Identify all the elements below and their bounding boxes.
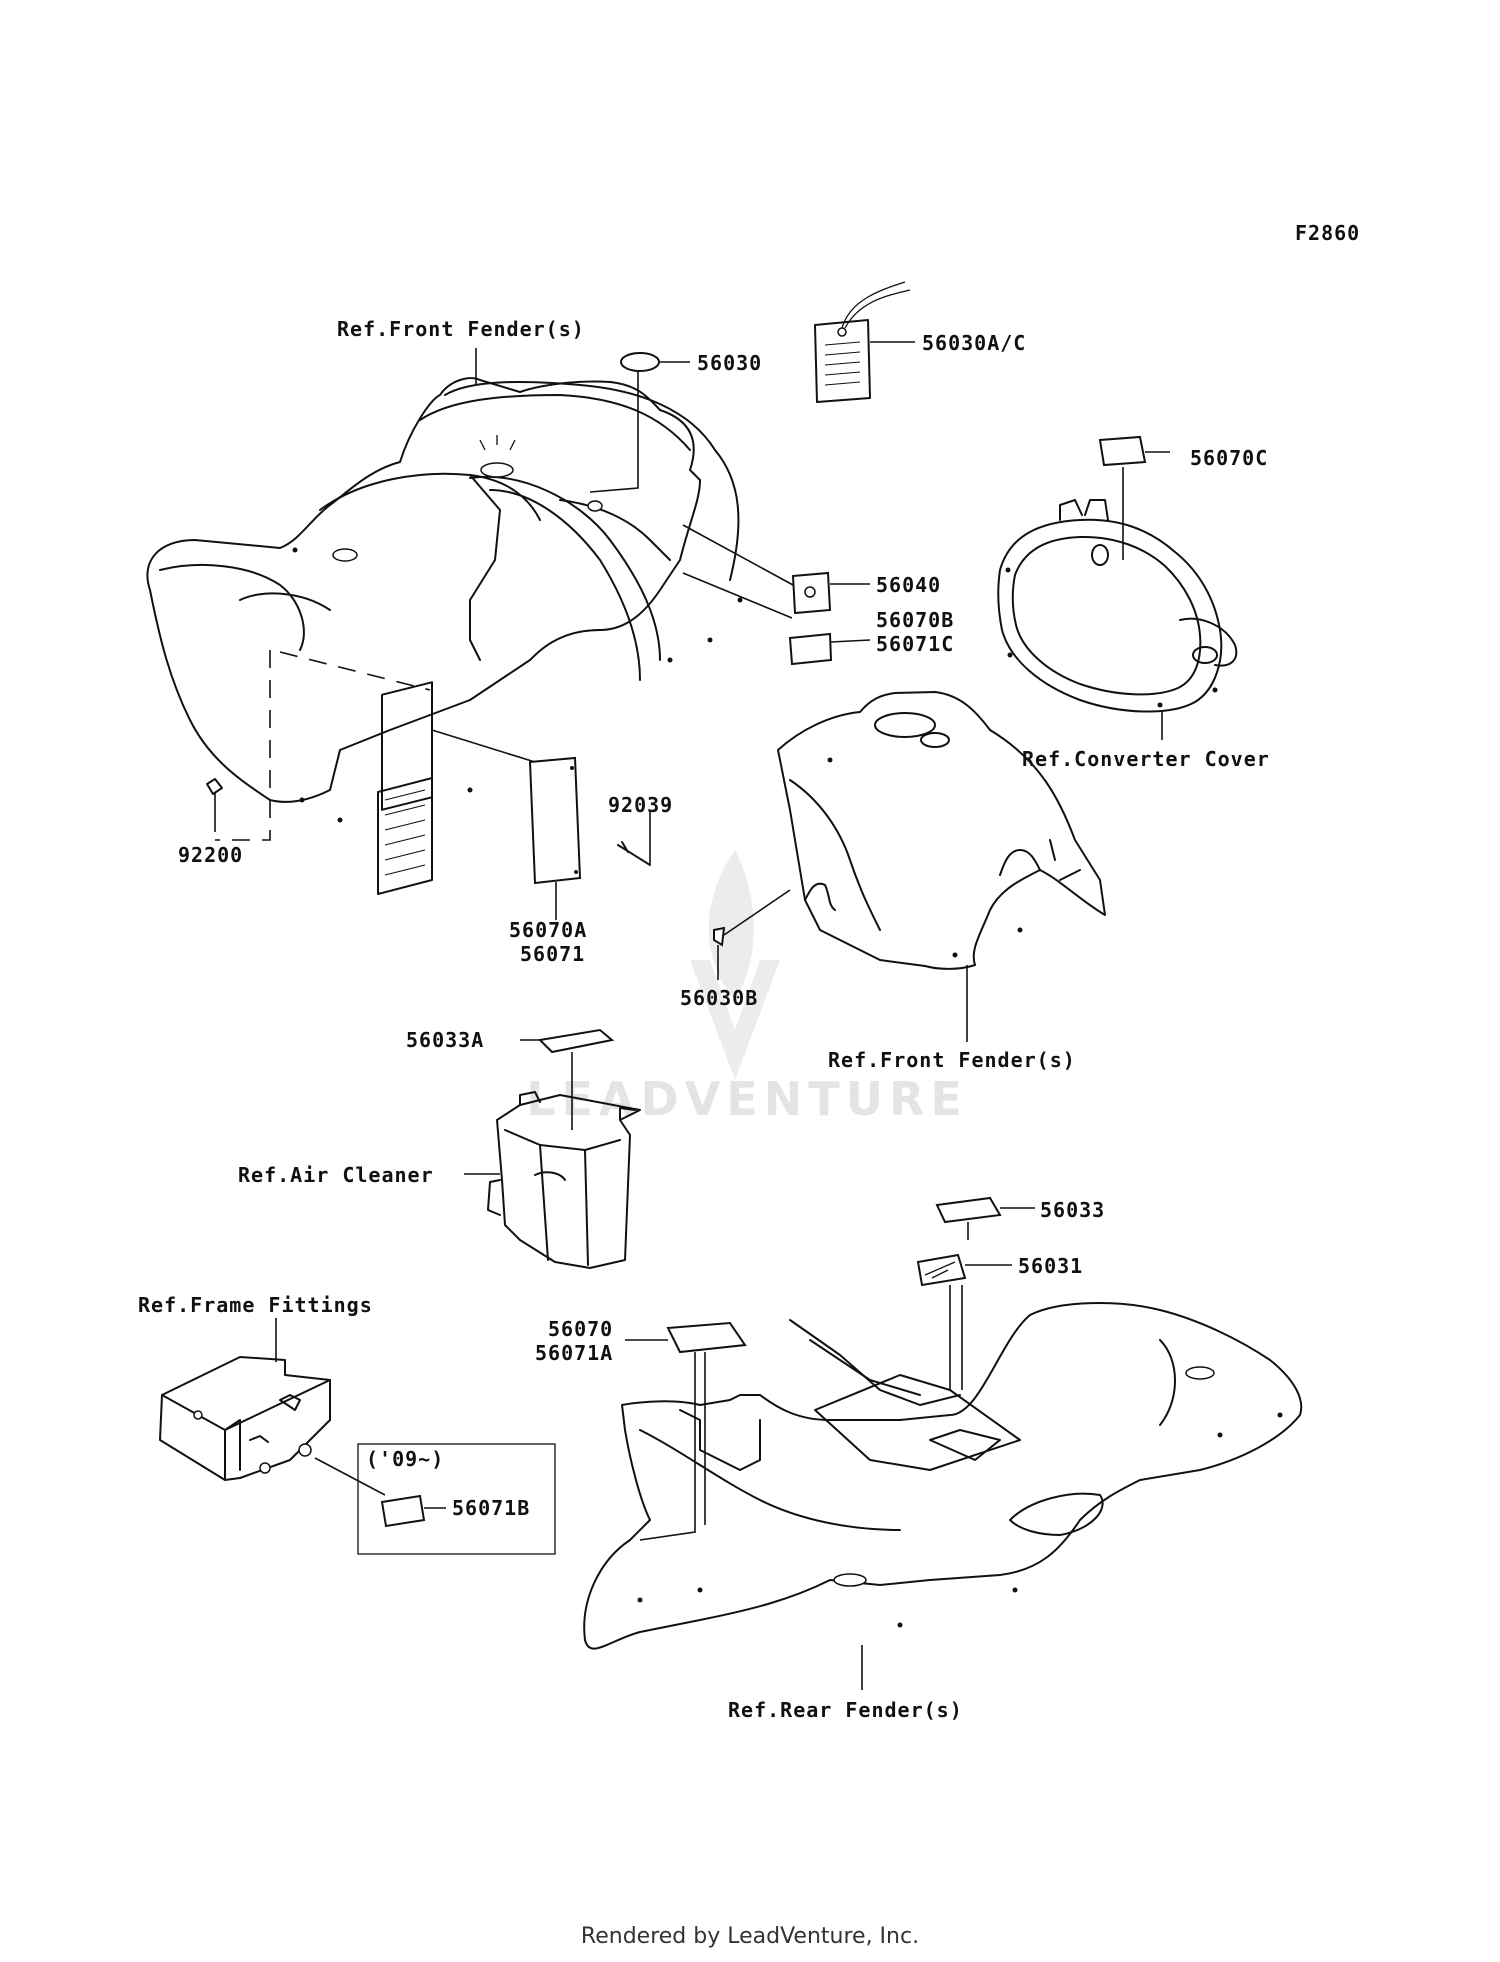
converter-cover-drawing [997, 499, 1238, 713]
label-ref-converter-cover[interactable]: Ref.Converter Cover [1022, 747, 1270, 771]
decal-56070 [666, 1321, 747, 1354]
clip-92200 [206, 778, 223, 795]
label-56071c[interactable]: 56071C [876, 632, 954, 656]
label-ref-air-cleaner[interactable]: Ref.Air Cleaner [238, 1163, 434, 1187]
decal-56070b [788, 632, 833, 666]
label-56071b[interactable]: 56071B [452, 1496, 530, 1520]
rivet-92039 [617, 841, 651, 866]
front-fender-top-drawing [146, 377, 743, 895]
frame-fittings-drawing [159, 1356, 331, 1481]
decal-56070a [528, 756, 582, 885]
label-56070c[interactable]: 56070C [1190, 446, 1268, 470]
watermark-text: LEADVENTURE [526, 1072, 968, 1126]
leader-lines [214, 341, 1170, 1690]
decal-56071b [380, 1494, 426, 1528]
label-56030[interactable]: 56030 [697, 351, 762, 375]
year-note-box [357, 1443, 556, 1555]
decal-56033a [537, 1028, 615, 1054]
label-56070[interactable]: 56070 [548, 1317, 613, 1341]
decal-56033 [935, 1196, 1002, 1224]
watermark-logo-icon [690, 850, 780, 1080]
label-56033[interactable]: 56033 [1040, 1198, 1105, 1222]
label-56070a[interactable]: 56070A [509, 918, 587, 942]
label-56030ac[interactable]: 56030A/C [922, 331, 1026, 355]
label-56070b[interactable]: 56070B [876, 608, 954, 632]
tag-56030ac-drawing [814, 281, 911, 403]
label-56071[interactable]: 56071 [520, 942, 585, 966]
rear-fender-drawing [583, 1302, 1303, 1650]
label-ref-front-fender-mid[interactable]: Ref.Front Fender(s) [828, 1048, 1076, 1072]
label-56030b[interactable]: 56030B [680, 986, 758, 1010]
label-92200[interactable]: 92200 [178, 843, 243, 867]
front-fender-mid-drawing [777, 691, 1106, 970]
label-year-note: ('09~) [366, 1447, 444, 1471]
label-ref-frame-fittings[interactable]: Ref.Frame Fittings [138, 1293, 373, 1317]
label-ref-rear-fender[interactable]: Ref.Rear Fender(s) [728, 1698, 963, 1722]
label-56033a[interactable]: 56033A [406, 1028, 484, 1052]
label-56071a[interactable]: 56071A [535, 1341, 613, 1365]
label-56040[interactable]: 56040 [876, 573, 941, 597]
decal-56030 [620, 352, 660, 372]
label-92039[interactable]: 92039 [608, 793, 673, 817]
decal-56070c [1098, 435, 1147, 467]
watermark: LEADVENTURE [526, 850, 968, 1126]
figure-id-label: F2860 [1295, 221, 1360, 245]
air-cleaner-drawing [487, 1091, 641, 1269]
decal-56031-graphic [924, 1261, 956, 1279]
label-ref-front-fender-top[interactable]: Ref.Front Fender(s) [337, 317, 585, 341]
decal-56030b [713, 926, 726, 947]
label-56031[interactable]: 56031 [1018, 1254, 1083, 1278]
footer-credit: Rendered by LeadVenture, Inc. [580, 1924, 920, 1949]
decal-56031 [916, 1253, 967, 1287]
